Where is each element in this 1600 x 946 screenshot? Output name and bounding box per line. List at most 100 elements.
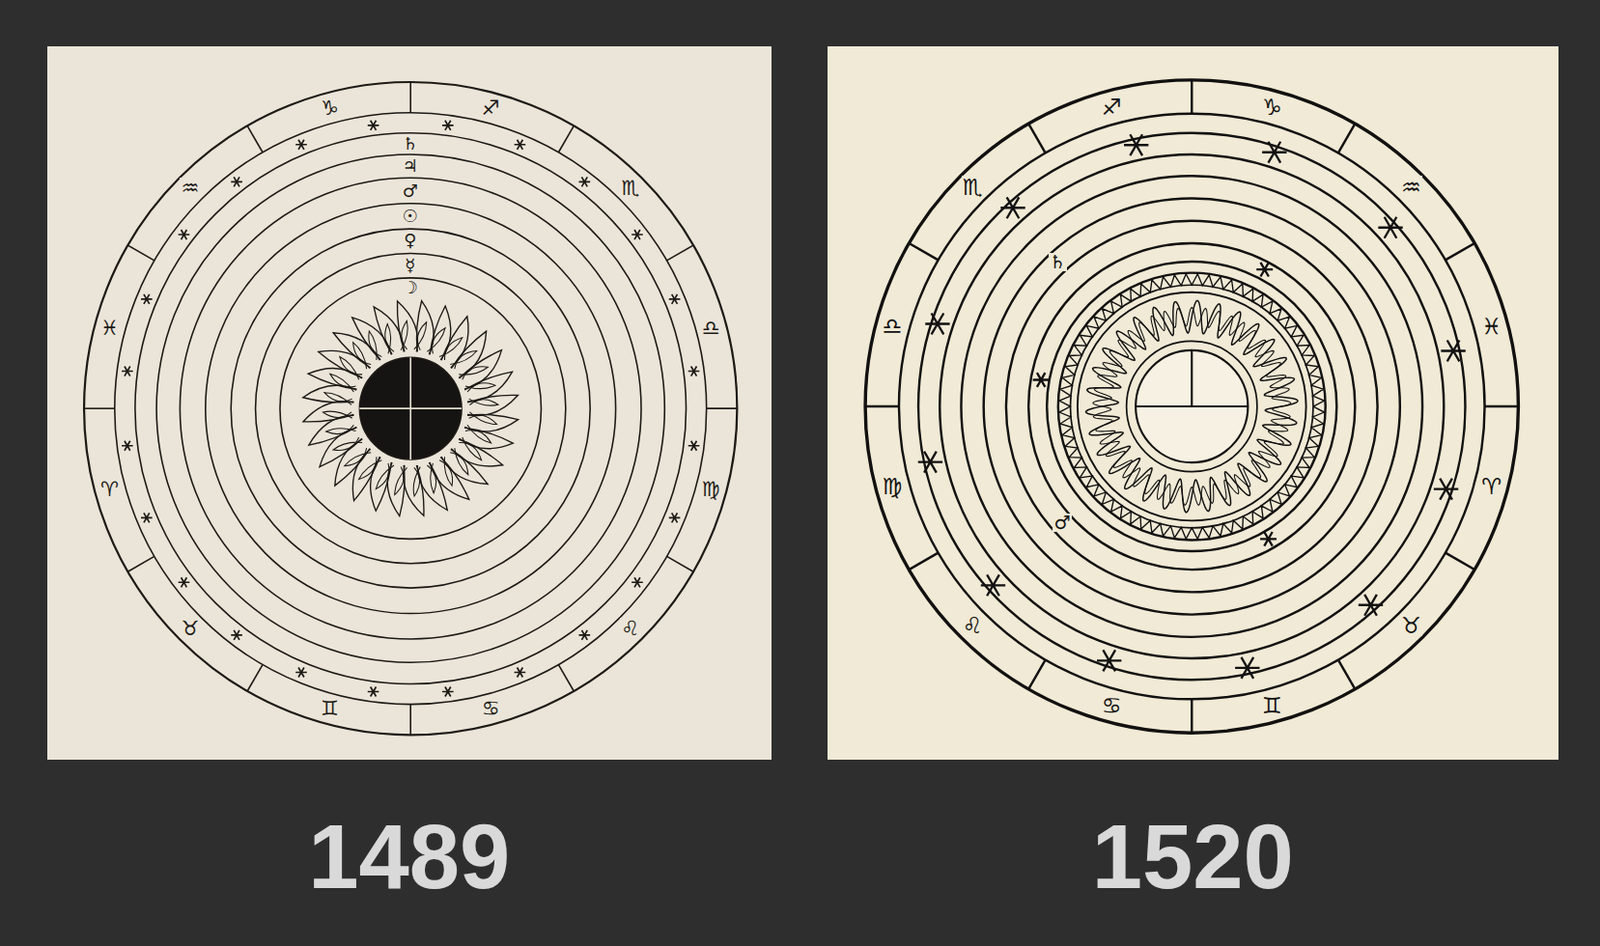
fire-flame — [358, 456, 382, 479]
zodiac-divider — [409, 703, 412, 735]
fixed-star — [1377, 216, 1403, 238]
zodiac-sign: ♈ — [99, 478, 120, 500]
sphere-ring — [939, 154, 1444, 659]
zodiac-divider — [1338, 123, 1355, 153]
zodiac-divider — [666, 556, 693, 572]
earth-globe — [359, 357, 462, 460]
fixed-star — [442, 119, 454, 130]
fire-flame — [449, 448, 469, 476]
fixed-star — [1433, 477, 1459, 500]
planet-symbol: ☿ — [403, 256, 417, 275]
fixed-star — [1260, 532, 1277, 547]
water-wave — [1093, 307, 1292, 506]
zodiac-sign: ♍ — [701, 478, 722, 500]
sphere-ring — [1126, 340, 1258, 472]
planet-symbol: ♄ — [1048, 252, 1067, 272]
fire-flame — [303, 400, 354, 422]
sphere-ring — [84, 82, 737, 735]
zodiac-sign: ♎ — [701, 317, 722, 338]
fire-flame — [464, 371, 512, 402]
fixed-star — [295, 139, 308, 149]
fire-flame — [393, 466, 407, 495]
fixed-star — [177, 577, 190, 588]
sphere-ring — [865, 79, 1518, 732]
zodiac-sign: ♊ — [319, 698, 340, 719]
fire-flame — [396, 301, 418, 352]
zodiac-divider — [247, 125, 263, 152]
planet-symbol: ☉ — [401, 207, 420, 225]
zodiac-sign: ♏ — [619, 177, 641, 198]
planet-symbol: ♃ — [401, 157, 420, 175]
fire-flame — [400, 320, 408, 350]
zodiac-divider — [1028, 123, 1045, 153]
zodiac-sign: ♌ — [619, 617, 641, 639]
fixed-star — [1262, 140, 1287, 163]
planet-symbol: ♂ — [1052, 513, 1071, 533]
fixed-star — [687, 365, 700, 376]
fire-flame — [468, 411, 497, 424]
sphere-ring — [230, 228, 590, 589]
zodiac-divider — [1190, 79, 1193, 113]
fixed-star — [631, 229, 644, 240]
fixed-star — [230, 176, 243, 187]
zodiac-divider — [1445, 552, 1475, 569]
earth-globe — [1135, 349, 1248, 462]
fire-flame — [467, 394, 518, 416]
zodiac-divider — [705, 407, 737, 410]
planet-symbol: ♄ — [401, 135, 420, 153]
fixed-star — [140, 512, 153, 523]
fire-flame — [465, 382, 496, 392]
planet-symbol: ☽ — [401, 279, 420, 297]
fire-flame — [426, 327, 446, 354]
fire-flame — [308, 415, 356, 446]
fixed-star — [1358, 593, 1383, 616]
fire-flame — [373, 306, 404, 354]
fixed-star — [668, 293, 680, 304]
fixed-star — [918, 450, 943, 473]
sphere-ring — [983, 197, 1401, 615]
fixed-star — [687, 440, 700, 450]
zodiac-divider — [558, 664, 574, 691]
cosmos-group — [865, 79, 1518, 732]
year-caption: 1489 — [308, 812, 510, 903]
fixed-star — [366, 686, 379, 697]
fire-flame — [402, 465, 423, 516]
zodiac-sign: ♏ — [961, 175, 984, 198]
cosmos-woodcut — [47, 46, 772, 761]
fire-flame — [384, 323, 393, 354]
sphere-ring — [254, 252, 565, 563]
fire-flame — [323, 392, 352, 405]
fixed-star — [631, 577, 644, 588]
fire-flame — [458, 437, 481, 461]
fire-flame — [426, 462, 436, 493]
woodcut-panel: 1520 — [827, 46, 1559, 761]
fire-flame — [413, 466, 421, 496]
zodiac-sign: ♍ — [881, 475, 904, 498]
fixed-star — [1096, 649, 1122, 672]
earth-line — [1190, 349, 1193, 406]
fire-flame — [458, 365, 488, 380]
zodiac-sign: ♉ — [179, 617, 200, 639]
zodiac-divider — [558, 125, 574, 152]
fire-flame — [322, 411, 352, 419]
sphere-ring — [179, 177, 642, 640]
zodiac-divider — [1190, 699, 1193, 733]
water-wave — [1086, 300, 1298, 512]
fire-flame — [439, 456, 453, 486]
fixed-star — [1000, 196, 1025, 219]
sphere-ring — [1028, 242, 1355, 569]
sphere-ring — [960, 175, 1423, 638]
zodiac-divider — [409, 82, 412, 113]
zodiac-divider — [666, 245, 693, 261]
sphere-ring — [280, 277, 542, 539]
zodiac-divider — [908, 552, 938, 569]
zodiac-sign: ♈ — [1480, 475, 1503, 498]
earth-line — [1135, 405, 1248, 408]
sphere-ring — [918, 132, 1465, 679]
fixed-star — [1235, 656, 1260, 678]
sphere-ring — [156, 154, 665, 663]
zodiac-divider — [1445, 242, 1475, 259]
sphere-ring — [134, 132, 686, 684]
fixed-star — [230, 629, 243, 640]
